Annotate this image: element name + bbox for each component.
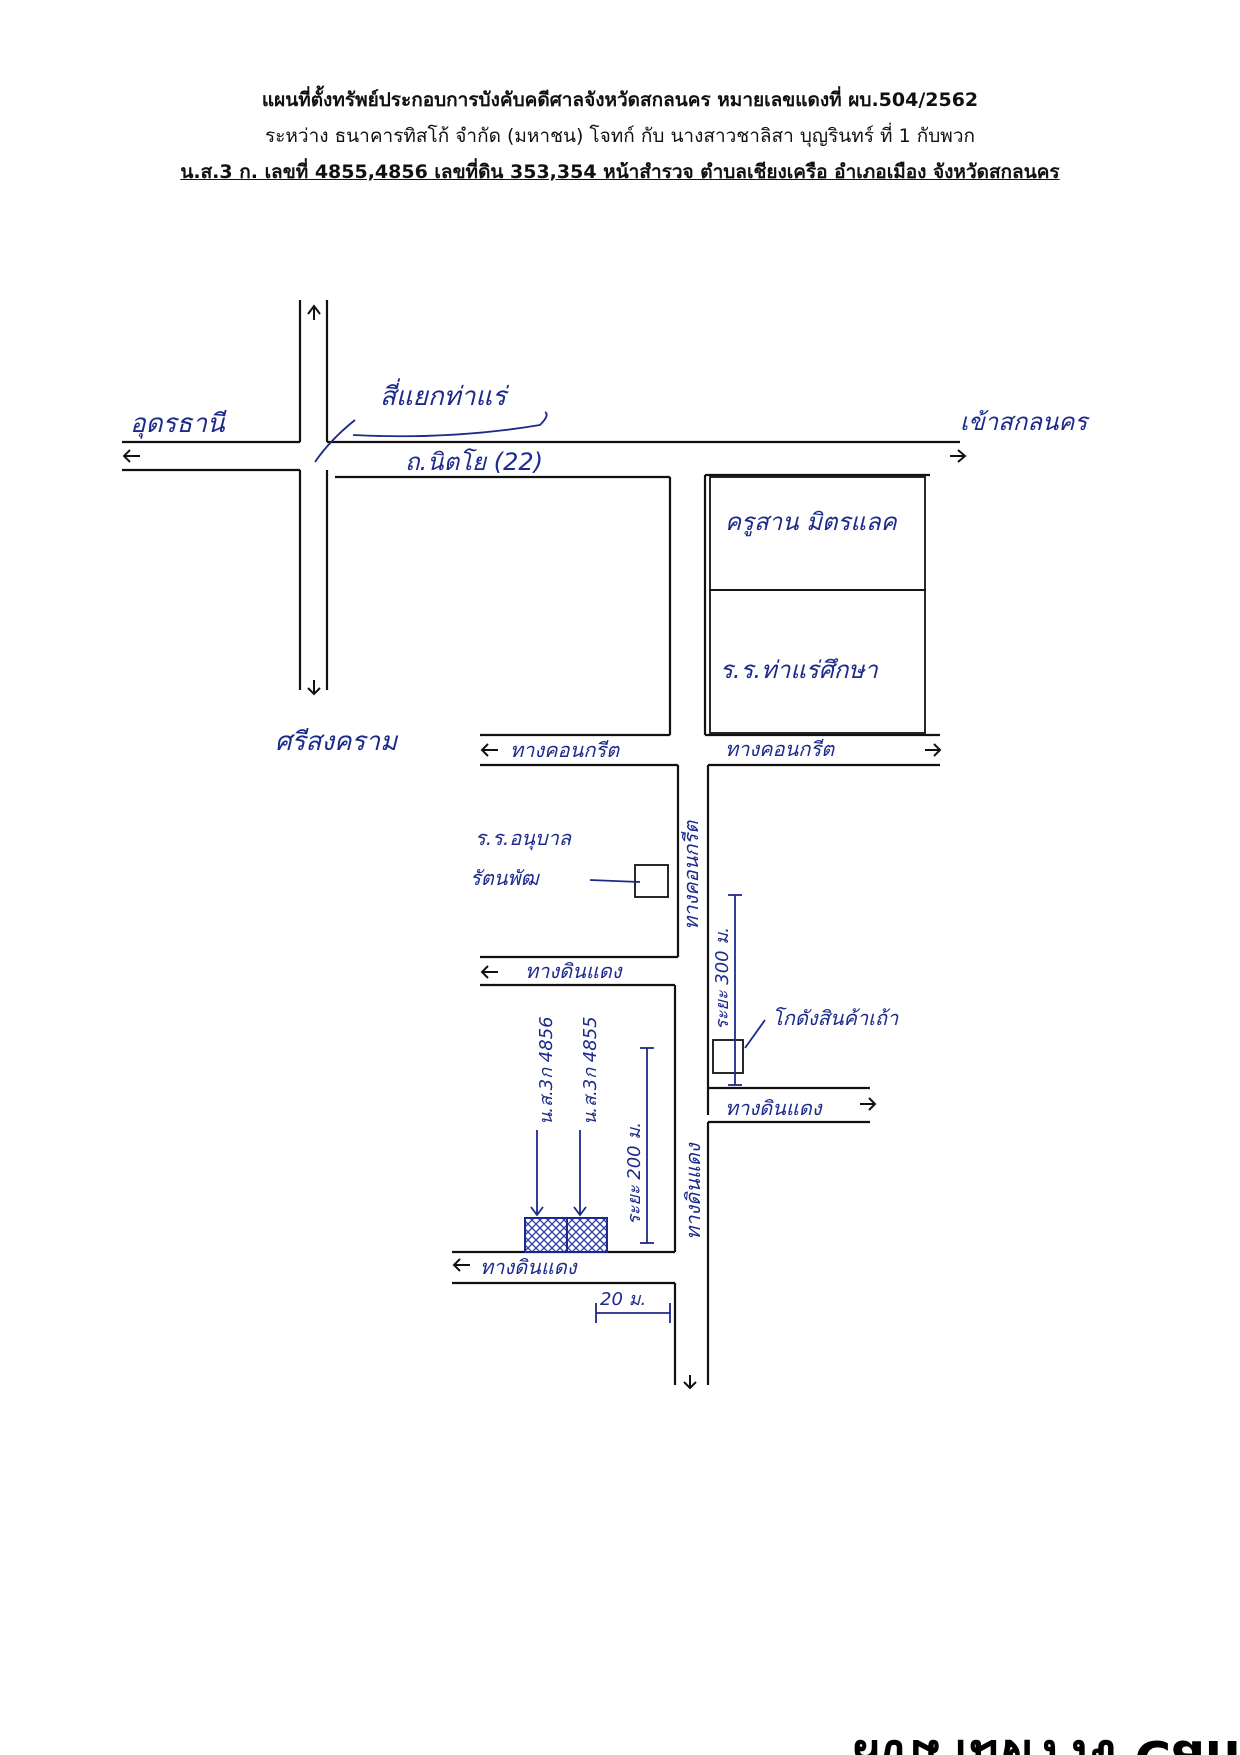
label-warehouse: โกดังสินค้าเถ้า — [772, 1006, 899, 1030]
school-top-outline — [709, 589, 926, 734]
label-school-mid-1: ร.ร.อนุบาล — [475, 826, 573, 851]
west-arrow — [122, 449, 140, 463]
label-concrete-road-east: ทางคอนกรีต — [725, 737, 835, 761]
label-parcel-4856: น.ส.3ก 4856 — [536, 1016, 557, 1125]
south-arrow — [307, 680, 321, 696]
warehouse-pointer — [744, 1019, 766, 1049]
label-dirt-road-bottom: ทางดินแดง — [480, 1255, 578, 1279]
concrete-west-arrow — [480, 743, 498, 757]
label-width-20: 20 ม. — [600, 1289, 646, 1310]
label-distance-300: ระยะ 300 ม. — [712, 927, 733, 1030]
parcel-4855-plot — [566, 1217, 608, 1253]
label-concrete-road-west: ทางคอนกรีต — [510, 738, 620, 762]
label-parcel-4855: น.ส.3ก 4855 — [580, 1016, 601, 1125]
direction-arrows — [122, 304, 967, 1390]
label-main-road: ถ.นิตโย (22) — [405, 448, 543, 476]
concrete-east-arrow — [925, 743, 942, 757]
road-lines — [122, 300, 960, 1385]
label-dirt-road-vertical: ทางดินแดง — [681, 1142, 705, 1240]
label-west-destination: อุดรธานี — [130, 409, 227, 439]
label-concrete-road-vertical: ทางคอนกรีต — [679, 820, 703, 930]
label-school-top: ร.ร.ท่าแร่ศึกษา — [720, 656, 879, 684]
dirt-bottom-west-arrow — [452, 1258, 470, 1272]
label-dirt-road-1: ทางดินแดง — [525, 959, 623, 983]
dirt1-west-arrow — [480, 965, 498, 979]
parcel-4856-plot — [524, 1217, 568, 1253]
dirt-east-arrow — [860, 1097, 877, 1111]
label-south-destination: ศรีสงคราม — [275, 727, 399, 757]
school-mid-pointer — [589, 879, 641, 883]
label-intersection: สี่แยกท่าแร่ — [380, 378, 509, 412]
footer-text: ลงนามตรวจ Cant — [850, 1718, 1240, 1755]
parcel-4855-arrow — [573, 1130, 587, 1217]
parcel-line-text: น.ส.3 ก. เลขที่ 4855,4856 เลขที่ดิน 353,… — [180, 161, 1060, 183]
north-arrow — [307, 304, 321, 320]
label-building-top: ครูสาน มิตรแลค — [725, 508, 898, 537]
bottom-south-arrow — [683, 1375, 697, 1390]
label-east-destination: เข้าสกลนคร — [960, 408, 1090, 436]
label-school-mid-2: รัตนพัฒ — [470, 866, 541, 890]
document-title: แผนที่ตั้งทรัพย์ประกอบการบังคับคดีศาลจัง… — [261, 89, 979, 111]
warehouse-outline — [712, 1039, 744, 1074]
label-dirt-road-east: ทางดินแดง — [725, 1096, 823, 1120]
document-parties: ระหว่าง ธนาคารทิสโก้ จำกัด (มหาชน) โจทก์… — [264, 125, 975, 147]
buildings — [634, 476, 926, 1074]
document-parcel-line: น.ส.3 ก. เลขที่ 4855,4856 เลขที่ดิน 353,… — [0, 160, 1240, 184]
parcel-4856-arrow — [530, 1130, 544, 1217]
document-header: แผนที่ตั้งทรัพย์ประกอบการบังคับคดีศาลจัง… — [0, 88, 1240, 196]
east-arrow — [950, 449, 967, 463]
map-labels: อุดรธานี สี่แยกท่าแร่ เข้าสกลนคร ถ.นิตโย… — [130, 378, 1090, 1310]
pen-marks — [314, 411, 766, 1323]
intersection-underline — [352, 411, 548, 438]
school-mid-outline — [634, 864, 669, 898]
label-distance-200: ระยะ 200 ม. — [624, 1122, 645, 1225]
footer-clipped-text: ลงนามตรวจ Cant — [850, 1700, 1240, 1755]
intersection-pointer — [314, 419, 356, 463]
